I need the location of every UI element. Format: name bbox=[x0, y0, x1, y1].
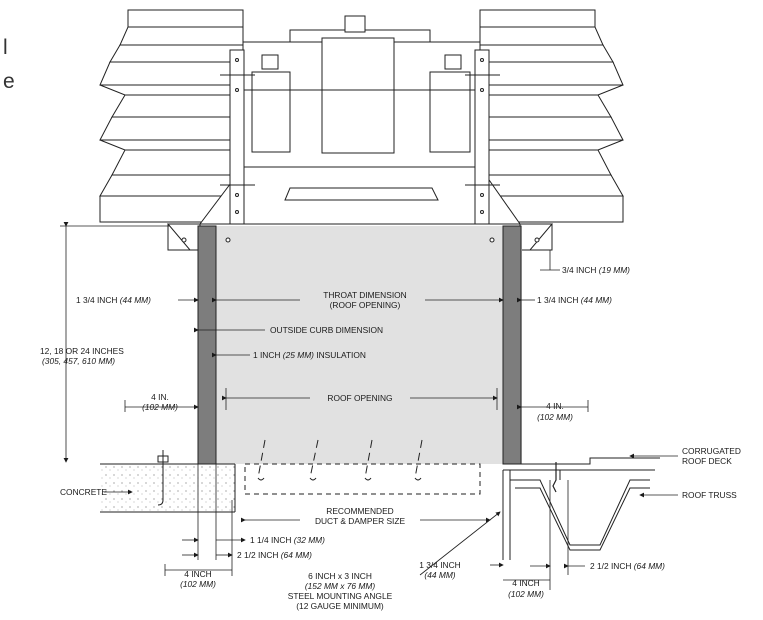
throat-dimension-sublabel: (ROOF OPENING) bbox=[330, 300, 401, 310]
right-1-3-4-inch-label: 1 3/4 INCH (44 MM) bbox=[537, 295, 612, 305]
cropped-edge-text-1: l bbox=[3, 36, 8, 59]
corrugated-roof-deck-sublabel: ROOF DECK bbox=[682, 456, 732, 466]
duct-and-damper bbox=[244, 439, 481, 495]
bottom-right-4-inch-label: 4 INCH bbox=[512, 578, 539, 588]
two-half-inch-right-label: 2 1/2 INCH (64 MM) bbox=[590, 561, 665, 571]
bottom-1-3-4-inch-mm-label: (44 MM) bbox=[424, 570, 455, 580]
right-4-in-label: 4 IN. bbox=[546, 401, 564, 411]
curb-height-mm-label: (305, 457, 610 MM) bbox=[42, 356, 115, 366]
ventilator-unit bbox=[99, 9, 624, 225]
mounting-angle-gauge-label: (12 GAUGE MINIMUM) bbox=[296, 601, 384, 611]
bottom-1-3-4-inch-label: 1 3/4 INCH bbox=[419, 560, 460, 570]
labels: THROAT DIMENSION (ROOF OPENING) OUTSIDE … bbox=[40, 265, 741, 611]
curb-height-label: 12, 18 OR 24 INCHES bbox=[40, 346, 124, 356]
left-4-in-mm-label: (102 MM) bbox=[142, 402, 178, 412]
left-1-3-4-inch-label: 1 3/4 INCH (44 MM) bbox=[76, 295, 151, 305]
left-4-in-label: 4 IN. bbox=[151, 392, 169, 402]
throat-dimension-label: THROAT DIMENSION bbox=[323, 290, 406, 300]
roof-opening-label: ROOF OPENING bbox=[327, 393, 392, 403]
outside-curb-label: OUTSIDE CURB DIMENSION bbox=[270, 325, 383, 335]
right-louvers bbox=[479, 9, 624, 223]
corrugated-roof-deck-label: CORRUGATED bbox=[682, 446, 741, 456]
concrete-label: CONCRETE bbox=[60, 487, 107, 497]
insulation-label: 1 INCH (25 MM) INSULATION bbox=[253, 350, 366, 360]
bottom-4-inch-mm-label: (102 MM) bbox=[180, 579, 216, 589]
three-quarter-inch-label: 3/4 INCH (19 MM) bbox=[562, 265, 630, 275]
right-4-in-mm-label: (102 MM) bbox=[537, 412, 573, 422]
roof-deck-and-truss bbox=[502, 457, 660, 560]
cropped-edge-text-2: e bbox=[3, 70, 15, 93]
roof-curb bbox=[166, 223, 554, 465]
bottom-4-inch-label: 4 INCH bbox=[184, 569, 211, 579]
mounting-angle-size-label: 6 INCH x 3 INCH bbox=[308, 571, 372, 581]
duct-damper-size-label: DUCT & DAMPER SIZE bbox=[315, 516, 406, 526]
left-louvers bbox=[99, 9, 244, 223]
two-half-inch-left-label: 2 1/2 INCH (64 MM) bbox=[237, 550, 312, 560]
concrete-slab bbox=[100, 450, 236, 513]
bottom-right-4-inch-mm-label: (102 MM) bbox=[508, 589, 544, 599]
roof-truss-label: ROOF TRUSS bbox=[682, 490, 737, 500]
mounting-angle-mm-label: (152 MM x 76 MM) bbox=[305, 581, 375, 591]
one-quarter-inch-label: 1 1/4 INCH (32 MM) bbox=[250, 535, 325, 545]
recommended-label: RECOMMENDED bbox=[326, 506, 393, 516]
anchor-bolt bbox=[157, 450, 169, 506]
mounting-angle-label: STEEL MOUNTING ANGLE bbox=[288, 591, 393, 601]
dimension-lines bbox=[60, 222, 678, 590]
